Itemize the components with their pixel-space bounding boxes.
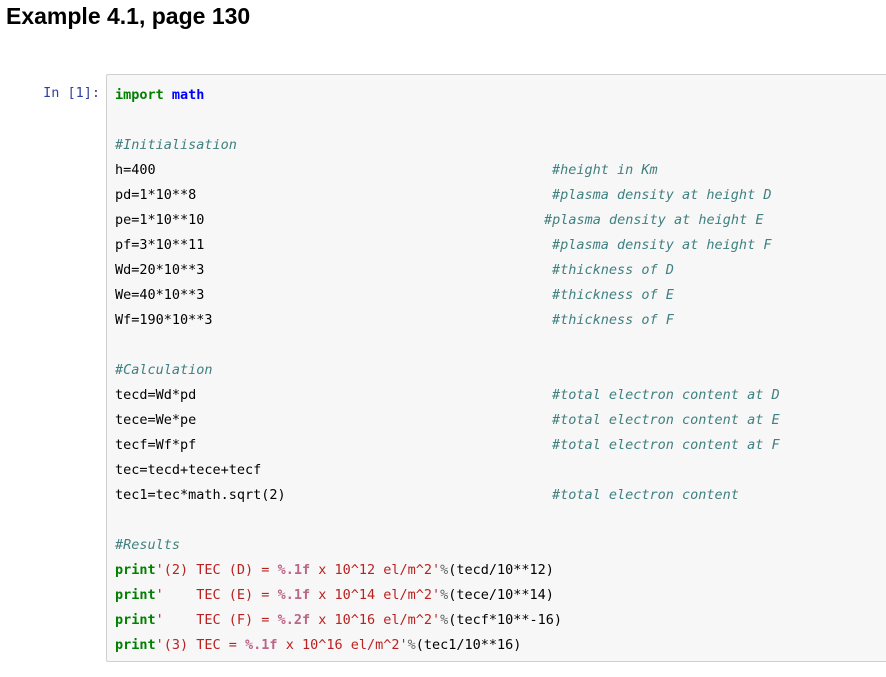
code-line-we: We=40*10**3 #thickness of E (115, 283, 674, 308)
cell-prompt: In [1]: (43, 85, 100, 101)
format-args: (tecf*10**-16) (448, 612, 563, 628)
string-literal: ' TEC (F) = (155, 612, 278, 628)
comment-tecd: #total electron content at D (552, 387, 780, 403)
code-line-import: import math (115, 83, 562, 108)
code-line-tec: tec=tecd+tece+tecf (115, 458, 562, 483)
code-line-pe: pe=1*10**10 #plasma density at height E (115, 208, 763, 233)
code-line-comment: #Initialisation (115, 133, 562, 158)
string-literal: '(3) TEC = (155, 637, 246, 653)
code-line-comment: #Calculation (115, 358, 562, 383)
code-wd: Wd=20*10**3 (115, 262, 205, 278)
code-cell-input[interactable]: import math #Initialisation h=400 #height… (106, 74, 886, 662)
code-line-comment: #Results (115, 533, 562, 558)
code-we: We=40*10**3 (115, 287, 205, 303)
operator-percent: % (440, 612, 449, 628)
operator-percent: % (440, 562, 449, 578)
string-literal: x 10^12 el/m^2' (310, 562, 441, 578)
page-title: Example 4.1, page 130 (6, 3, 251, 29)
string-literal: x 10^14 el/m^2' (310, 587, 441, 603)
comment-tecf: #total electron content at F (552, 437, 780, 453)
module-name: math (171, 87, 205, 103)
comment-h: #height in Km (552, 162, 658, 178)
section-comment-initialisation: #Initialisation (115, 137, 237, 153)
code-line-tecf: tecf=Wf*pf #total electron content at F (115, 433, 780, 458)
code-line-blank (115, 333, 562, 358)
format-args: (tece/10**14) (448, 587, 554, 603)
code-tec: tec=tecd+tece+tecf (115, 462, 262, 478)
code-line-pd: pd=1*10**8 #plasma density at height D (115, 183, 771, 208)
code-line-wd: Wd=20*10**3 #thickness of D (115, 258, 674, 283)
code-pd: pd=1*10**8 (115, 187, 197, 203)
comment-wd: #thickness of D (552, 262, 674, 278)
code-editor[interactable]: import math #Initialisation h=400 #height… (115, 83, 780, 658)
code-line-tec1: tec1=tec*math.sqrt(2) #total electron con… (115, 483, 739, 508)
section-comment-results: #Results (115, 537, 181, 553)
code-line-blank (115, 108, 562, 133)
code-tecf: tecf=Wf*pf (115, 437, 197, 453)
comment-wf: #thickness of F (552, 312, 674, 328)
string-literal: x 10^16 el/m^2' (277, 637, 408, 653)
format-args: (tec1/10**16) (415, 637, 522, 653)
operator-percent: % (407, 637, 416, 653)
code-tec1: tec1=tec*math.sqrt(2) (115, 487, 286, 503)
keyword-print: print (115, 587, 156, 603)
code-h: h=400 (115, 162, 156, 178)
format-specifier: %.2f (277, 612, 311, 628)
code-line-print-f: print' TEC (F) = %.2f x 10^16 el/m^2'%(t… (115, 608, 562, 633)
format-specifier: %.1f (277, 562, 311, 578)
code-line-tece: tece=We*pe #total electron content at E (115, 408, 780, 433)
keyword-print: print (115, 562, 156, 578)
code-line-h: h=400 #height in Km (115, 158, 658, 183)
code-line-wf: Wf=190*10**3 #thickness of F (115, 308, 674, 333)
code-line-print-total: print'(3) TEC = %.1f x 10^16 el/m^2'%(te… (115, 633, 562, 658)
comment-we: #thickness of E (552, 287, 674, 303)
code-pe: pe=1*10**10 (115, 212, 205, 228)
operator-percent: % (440, 587, 449, 603)
string-literal: '(2) TEC (D) = (155, 562, 278, 578)
keyword-print: print (115, 612, 156, 628)
keyword-import: import (115, 87, 164, 103)
string-literal: x 10^16 el/m^2' (310, 612, 441, 628)
format-args: (tecd/10**12) (448, 562, 554, 578)
code-line-blank (115, 508, 562, 533)
code-wf: Wf=190*10**3 (115, 312, 213, 328)
comment-pe: #plasma density at height E (544, 212, 764, 228)
code-tece: tece=We*pe (115, 412, 197, 428)
comment-tec1: #total electron content (552, 487, 739, 503)
comment-pd: #plasma density at height D (552, 187, 772, 203)
code-line-print-d: print'(2) TEC (D) = %.1f x 10^12 el/m^2'… (115, 558, 562, 583)
format-specifier: %.1f (277, 587, 311, 603)
section-comment-calculation: #Calculation (115, 362, 213, 378)
code-pf: pf=3*10**11 (115, 237, 205, 253)
string-literal: ' TEC (E) = (155, 587, 278, 603)
keyword-print: print (115, 637, 156, 653)
code-line-print-e: print' TEC (E) = %.1f x 10^14 el/m^2'%(t… (115, 583, 562, 608)
code-tecd: tecd=Wd*pd (115, 387, 197, 403)
code-line-pf: pf=3*10**11 #plasma density at height F (115, 233, 771, 258)
format-specifier: %.1f (245, 637, 278, 653)
comment-tece: #total electron content at E (552, 412, 780, 428)
code-line-tecd: tecd=Wd*pd #total electron content at D (115, 383, 780, 408)
comment-pf: #plasma density at height F (552, 237, 772, 253)
